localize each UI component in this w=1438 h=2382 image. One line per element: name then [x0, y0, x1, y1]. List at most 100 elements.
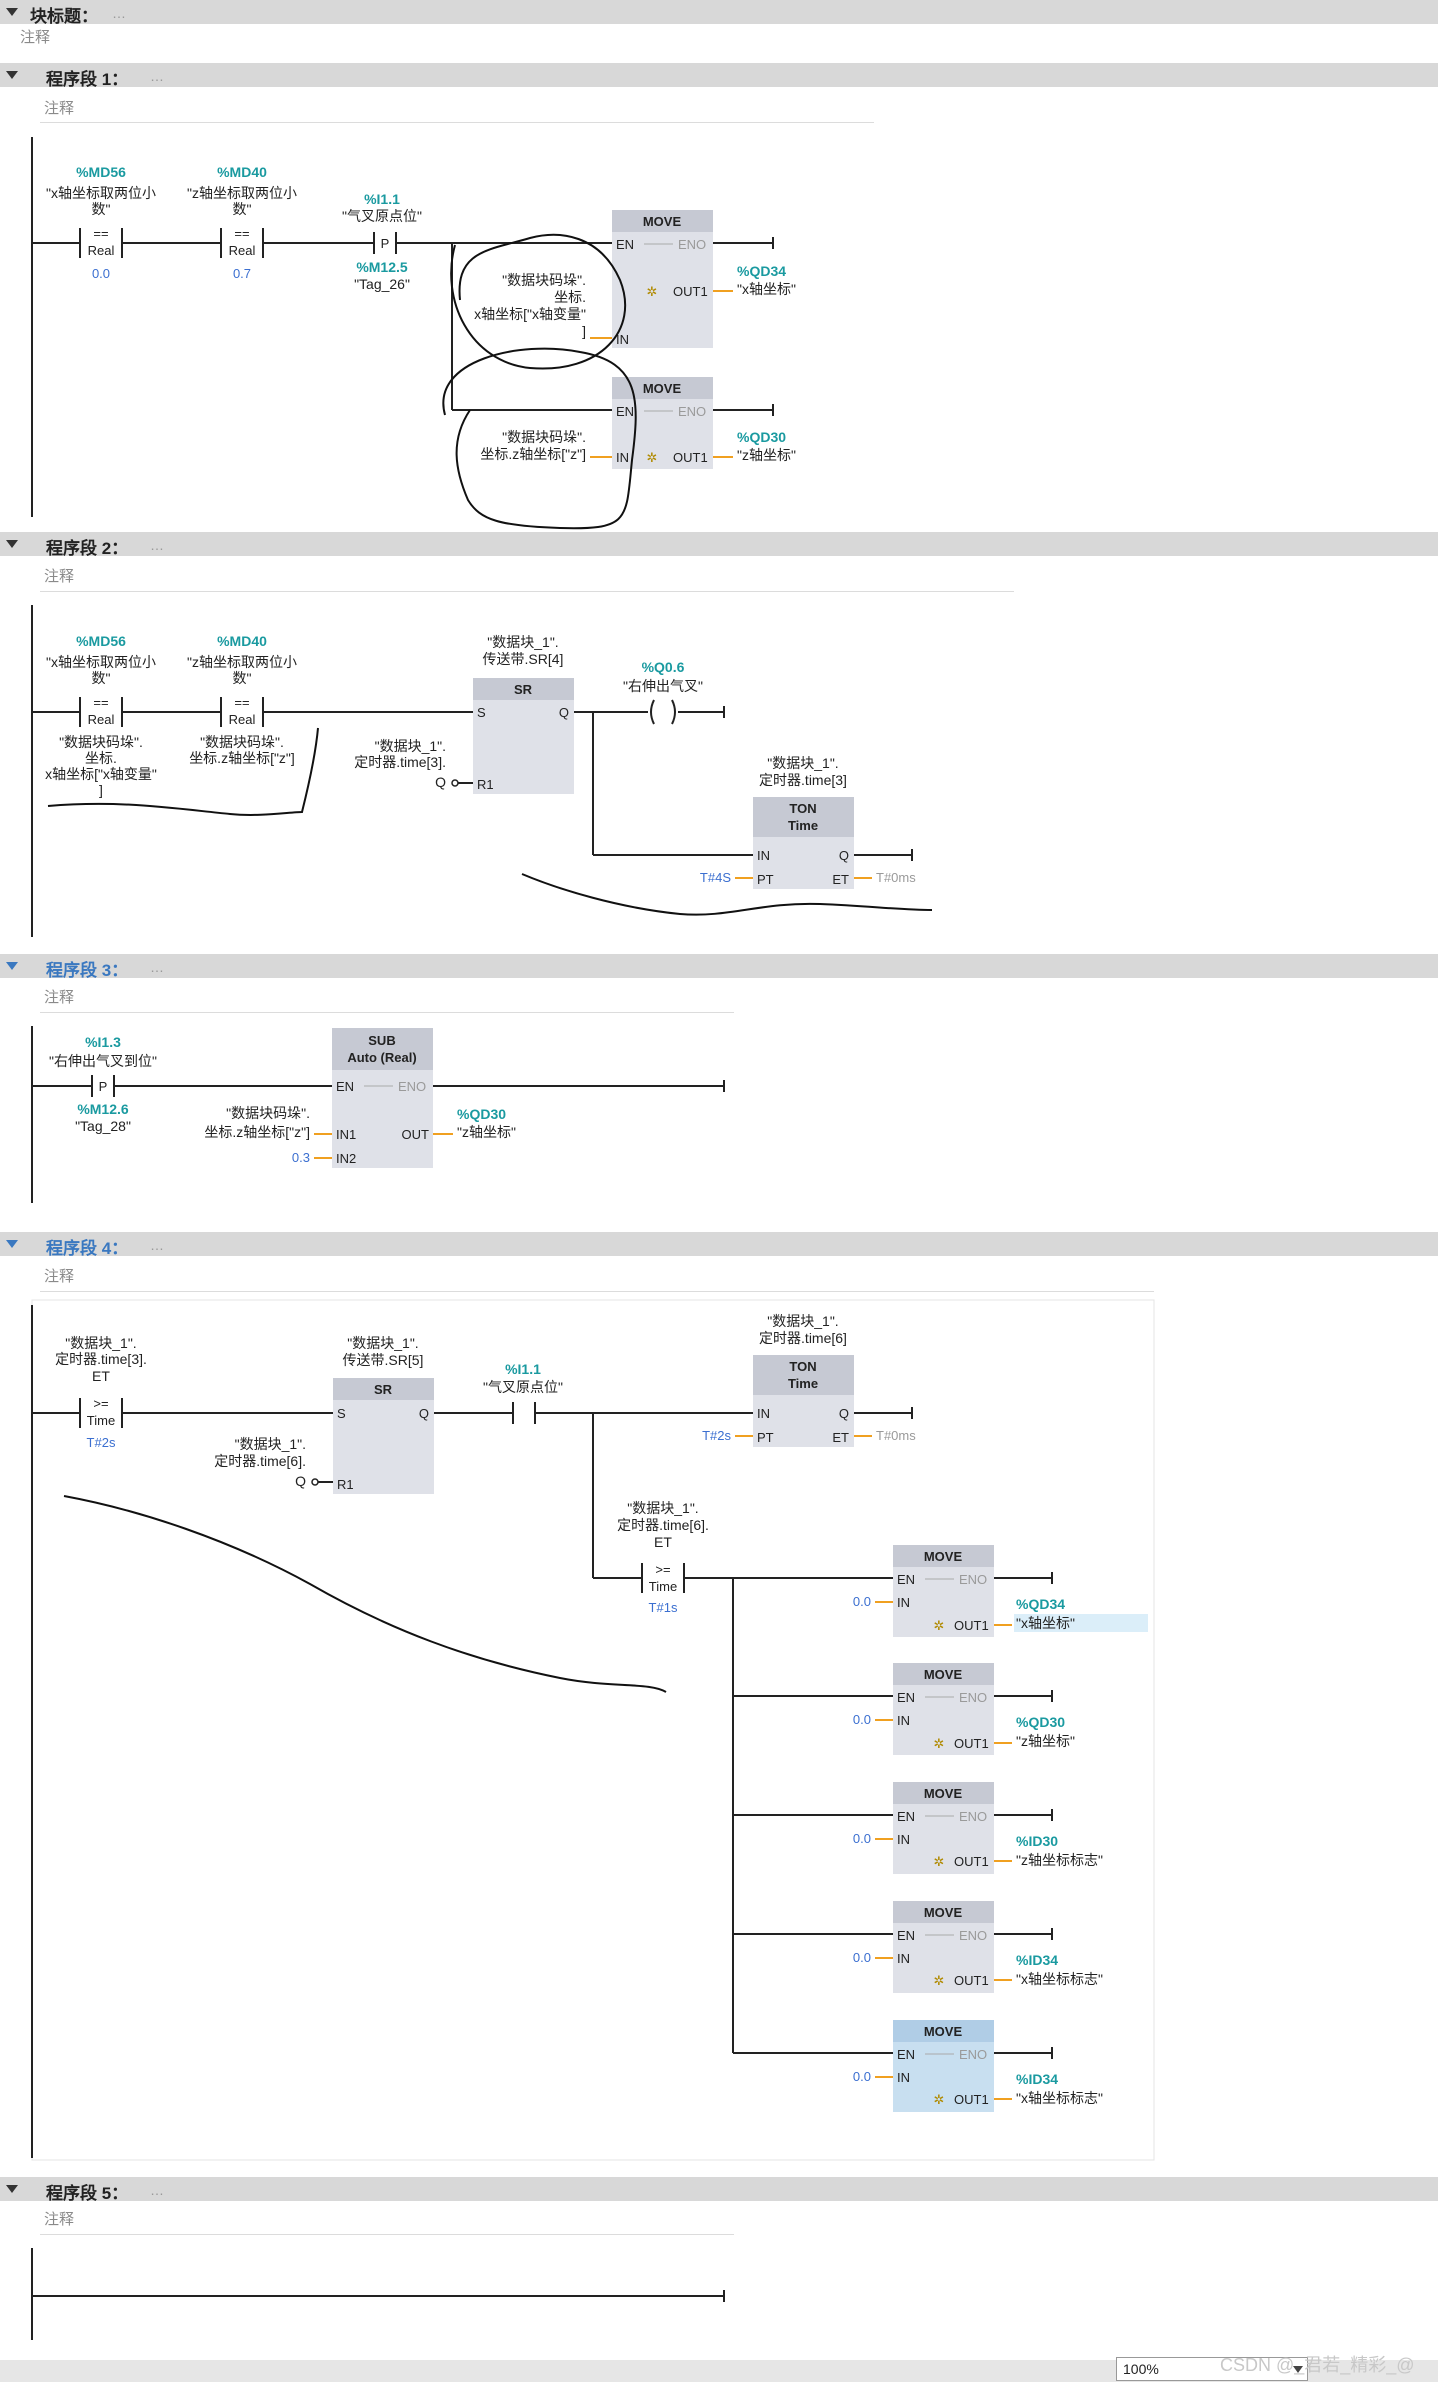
compare-contact-time3[interactable]: "数据块_1". 定时器.time[3]. ET >= Time T#2s: [55, 1335, 147, 1450]
positive-edge-contact-i1-1[interactable]: P %I1.1 "气叉原点位" %M12.5 "Tag_26": [342, 191, 422, 292]
collapse-arrow-icon[interactable]: [6, 2185, 18, 2193]
network-5-comment[interactable]: 注释: [44, 2211, 75, 2228]
move-box-1[interactable]: MOVE EN ENO IN ✲ OUT1 "数据块码垛". 坐标. x轴坐标[…: [474, 210, 796, 348]
compare-contact-md40[interactable]: %MD40 "z轴坐标取两位小 数" == Real "数据块码垛". 坐标.z…: [187, 633, 297, 766]
sr-box-header: [473, 678, 574, 700]
r1-operand: "数据块_1".: [235, 1436, 306, 1452]
sr-box-4[interactable]: "数据块_1". 传送带.SR[4] SR S Q R1 "数据块_1". 定时…: [354, 634, 574, 794]
out-address: %QD30: [457, 1106, 506, 1122]
contact-bg: [80, 226, 122, 260]
move-box-n4-1[interactable]: MOVE EN ENO IN 0.0 ✲ OUT1 %QD34 "x轴坐标": [733, 1545, 1148, 1637]
block-comment[interactable]: 注释: [20, 29, 51, 46]
in-operand: ]: [582, 323, 586, 339]
network-4-comment[interactable]: 注释: [44, 1268, 75, 1285]
operand-address: %Q0.6: [642, 659, 685, 675]
collapse-arrow-icon[interactable]: [6, 540, 18, 548]
network-4-title: 程序段 4：: [46, 1239, 129, 1258]
operand-symbol: ET: [654, 1534, 672, 1550]
positive-edge-contact-i1-3[interactable]: P %I1.3 "右伸出气叉到位" %M12.6 "Tag_28": [49, 1034, 157, 1134]
box-title: TON: [789, 801, 816, 816]
ton-timer-6[interactable]: "数据块_1". 定时器.time[6] TON Time IN Q PT ET…: [702, 1313, 916, 1447]
operand-symbol: "数据块_1".: [627, 1500, 698, 1516]
network-1-title-value[interactable]: …: [150, 68, 164, 84]
move-box-n4-3[interactable]: MOVE EN ENO IN 0.0 ✲ OUT1 %ID30 "z轴坐标标志": [733, 1782, 1103, 1874]
ton-timer-3[interactable]: "数据块_1". 定时器.time[3] TON Time IN Q PT ET…: [700, 755, 916, 889]
r1-operand: "数据块_1".: [375, 738, 446, 754]
pin-en: EN: [897, 1572, 915, 1587]
output-arrow-icon: ✲: [934, 1973, 945, 1988]
pin-out: OUT1: [673, 450, 708, 465]
move-box-2[interactable]: MOVE EN ENO IN ✲ OUT1 "数据块码垛". 坐标.z轴坐标["…: [480, 377, 796, 469]
pin-in2: IN2: [336, 1151, 356, 1166]
compare-contact-time6[interactable]: "数据块_1". 定时器.time[6]. ET >= Time T#1s: [617, 1500, 709, 1615]
operand-symbol: "x轴坐标取两位小: [46, 185, 156, 201]
network-2-comment[interactable]: 注释: [44, 568, 75, 585]
out-address: %ID34: [1016, 2071, 1058, 2087]
network-2-bar[interactable]: 程序段 2： …: [0, 532, 1438, 558]
network-5-bar[interactable]: 程序段 5： …: [0, 2177, 1438, 2203]
zoom-select[interactable]: 100%: [1116, 2357, 1308, 2381]
compare-type: Real: [229, 712, 256, 727]
operand-symbol: "z轴坐标取两位小: [187, 185, 297, 201]
network-3-title-value[interactable]: …: [150, 959, 164, 975]
compare-operator: >=: [655, 1562, 670, 1577]
pin-r1: R1: [477, 777, 494, 792]
contact-bg: [92, 1073, 114, 1099]
collapse-arrow-icon[interactable]: [6, 71, 18, 79]
pin-in: IN: [897, 1713, 910, 1728]
pin-in: IN: [616, 332, 629, 347]
watermark: CSDN @_君若_精彩_@: [1220, 2355, 1415, 2375]
contact-bg: [374, 230, 396, 256]
operand-symbol: 数": [233, 670, 252, 686]
pin-en: EN: [616, 404, 634, 419]
collapse-arrow-icon[interactable]: [6, 1240, 18, 1248]
network-3-comment[interactable]: 注释: [44, 989, 75, 1006]
instance-name: "数据块_1".: [767, 755, 838, 771]
network-3-title: 程序段 3：: [46, 961, 129, 980]
in-operand: 坐标.z轴坐标["z"]: [480, 446, 586, 462]
contact-i1-1[interactable]: %I1.1 "气叉原点位": [483, 1361, 563, 1426]
network-1-bar[interactable]: 程序段 1： …: [0, 63, 1438, 89]
collapse-arrow-icon[interactable]: [6, 962, 18, 970]
network-1-comment[interactable]: 注释: [44, 100, 75, 117]
handwritten-circle: [450, 233, 626, 370]
r1-operand: Q: [435, 774, 446, 790]
r1-connector: [311, 1478, 319, 1486]
network-2-title: 程序段 2：: [46, 539, 129, 558]
block-title-bar[interactable]: 块标题： …: [0, 0, 1438, 26]
contact-bg: [221, 695, 263, 729]
instance-name: 定时器.time[3]: [759, 772, 847, 788]
network-4-bar[interactable]: 程序段 4： …: [0, 1232, 1438, 1258]
network-5-title: 程序段 5：: [46, 2184, 129, 2203]
block-title-value[interactable]: …: [112, 5, 126, 21]
move-box-n4-5[interactable]: MOVE EN ENO IN 0.0 ✲ OUT1 %ID34 "x轴坐标标志": [733, 2020, 1103, 2112]
operand-symbol: "气叉原点位": [483, 1379, 563, 1395]
in2-value: 0.3: [292, 1150, 310, 1165]
coil-q0-6[interactable]: %Q0.6 "右伸出气叉": [623, 659, 703, 725]
pin-en: EN: [897, 1809, 915, 1824]
out-symbol[interactable]: "x轴坐标": [1016, 1615, 1075, 1631]
operand-address: %MD56: [76, 164, 126, 180]
in-value: 0.0: [853, 1594, 871, 1609]
network-2-title-value[interactable]: …: [150, 537, 164, 553]
network-4-title-value[interactable]: …: [150, 1237, 164, 1253]
network-5-title-value[interactable]: …: [150, 2182, 164, 2198]
compare-contact-md40[interactable]: %MD40 "z轴坐标取两位小 数" == Real 0.7: [187, 164, 297, 281]
compare-contact-md56[interactable]: %MD56 "x轴坐标取两位小 数" == Real "数据块码垛". 坐标. …: [45, 633, 157, 798]
operand-address: %I1.1: [364, 191, 400, 207]
box-title: MOVE: [643, 381, 682, 396]
pin-out: OUT1: [954, 1736, 989, 1751]
move-box-body: [612, 210, 713, 348]
chevron-down-icon[interactable]: [1293, 2366, 1303, 2373]
move-box-n4-4[interactable]: MOVE EN ENO IN 0.0 ✲ OUT1 %ID34 "x轴坐标标志": [733, 1901, 1103, 1993]
sub-box[interactable]: SUB Auto (Real) EN ENO IN1 IN2 OUT "数据块码…: [204, 1028, 516, 1168]
operand-address: %MD40: [217, 633, 267, 649]
compare-operand-2: x轴坐标["x轴变量": [45, 766, 157, 782]
network-3-bar[interactable]: 程序段 3： …: [0, 954, 1438, 980]
box-title: MOVE: [924, 1667, 963, 1682]
sr-box-5[interactable]: "数据块_1". 传送带.SR[5] SR S Q R1 "数据块_1". 定时…: [214, 1335, 434, 1494]
compare-contact-md56[interactable]: %MD56 "x轴坐标取两位小 数" == Real 0.0: [46, 164, 156, 281]
move-box-n4-2[interactable]: MOVE EN ENO IN 0.0 ✲ OUT1 %QD30 "z轴坐标": [733, 1663, 1075, 1755]
divider: [40, 2234, 734, 2235]
collapse-arrow-icon[interactable]: [6, 8, 18, 16]
